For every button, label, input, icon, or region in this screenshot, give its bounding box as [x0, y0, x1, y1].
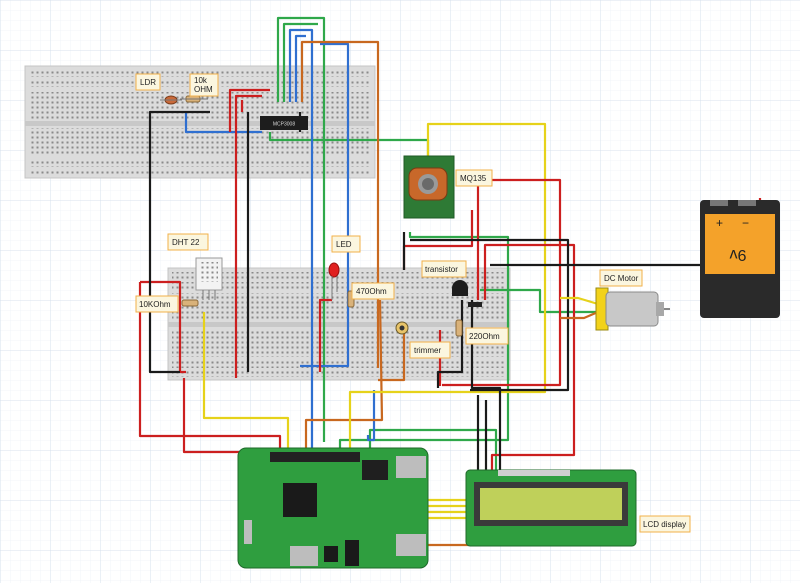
dht22-sensor — [195, 257, 223, 300]
label-lcd-text: LCD display — [643, 520, 686, 529]
transistor — [452, 280, 482, 307]
label-dc-motor: DC Motor — [599, 269, 643, 287]
battery-9v: + − 9v — [700, 200, 780, 318]
label-transistor: transistor — [421, 260, 467, 278]
battery-voltage: 9v — [730, 246, 747, 263]
label-mq135: MQ135 — [455, 169, 493, 187]
mq135-sensor — [403, 155, 455, 219]
raspberry-pi — [237, 447, 429, 569]
label-dht22-text: DHT 22 — [172, 238, 200, 247]
label-10kohm: 10KOhm — [135, 295, 179, 313]
battery-plus: + — [716, 216, 723, 230]
battery-minus: − — [742, 216, 749, 230]
labels: LDR 10k OHM DHT 22 10KOhm LED 470Ohm tra… — [135, 73, 691, 533]
label-led: LED — [331, 235, 361, 253]
label-led-text: LED — [336, 240, 352, 249]
label-220-text: 220Ohm — [469, 332, 500, 341]
label-220: 220Ohm — [465, 327, 509, 345]
led — [328, 262, 340, 300]
label-transistor-text: transistor — [425, 265, 458, 274]
label-10k-ohm: 10k OHM — [189, 73, 219, 97]
label-trimmer-text: trimmer — [414, 346, 441, 355]
label-mq135-text: MQ135 — [460, 174, 487, 183]
label-ldr: LDR — [135, 73, 161, 91]
label-ldr-text: LDR — [140, 78, 156, 87]
label-470: 470Ohm — [351, 282, 395, 300]
label-dc-motor-text: DC Motor — [604, 274, 639, 283]
label-lcd: LCD display — [639, 515, 691, 533]
resistor-10k-top — [180, 95, 208, 103]
lcd-module — [465, 469, 637, 547]
label-10k-line1: 10k — [194, 76, 208, 85]
label-10k-line2: OHM — [194, 85, 213, 94]
ldr-sensor — [160, 95, 182, 105]
dc-motor — [595, 287, 670, 331]
label-470-text: 470Ohm — [356, 287, 387, 296]
resistor-10kohm — [181, 299, 199, 307]
label-trimmer: trimmer — [409, 341, 451, 359]
trimmer-potentiometer — [395, 321, 409, 335]
label-dht22: DHT 22 — [167, 233, 209, 251]
resistor-220 — [455, 319, 463, 337]
chip-text: MCP3008 — [273, 122, 295, 128]
mcp3008-chip: MCP3008 — [260, 116, 308, 130]
label-10kohm-text: 10KOhm — [139, 300, 171, 309]
